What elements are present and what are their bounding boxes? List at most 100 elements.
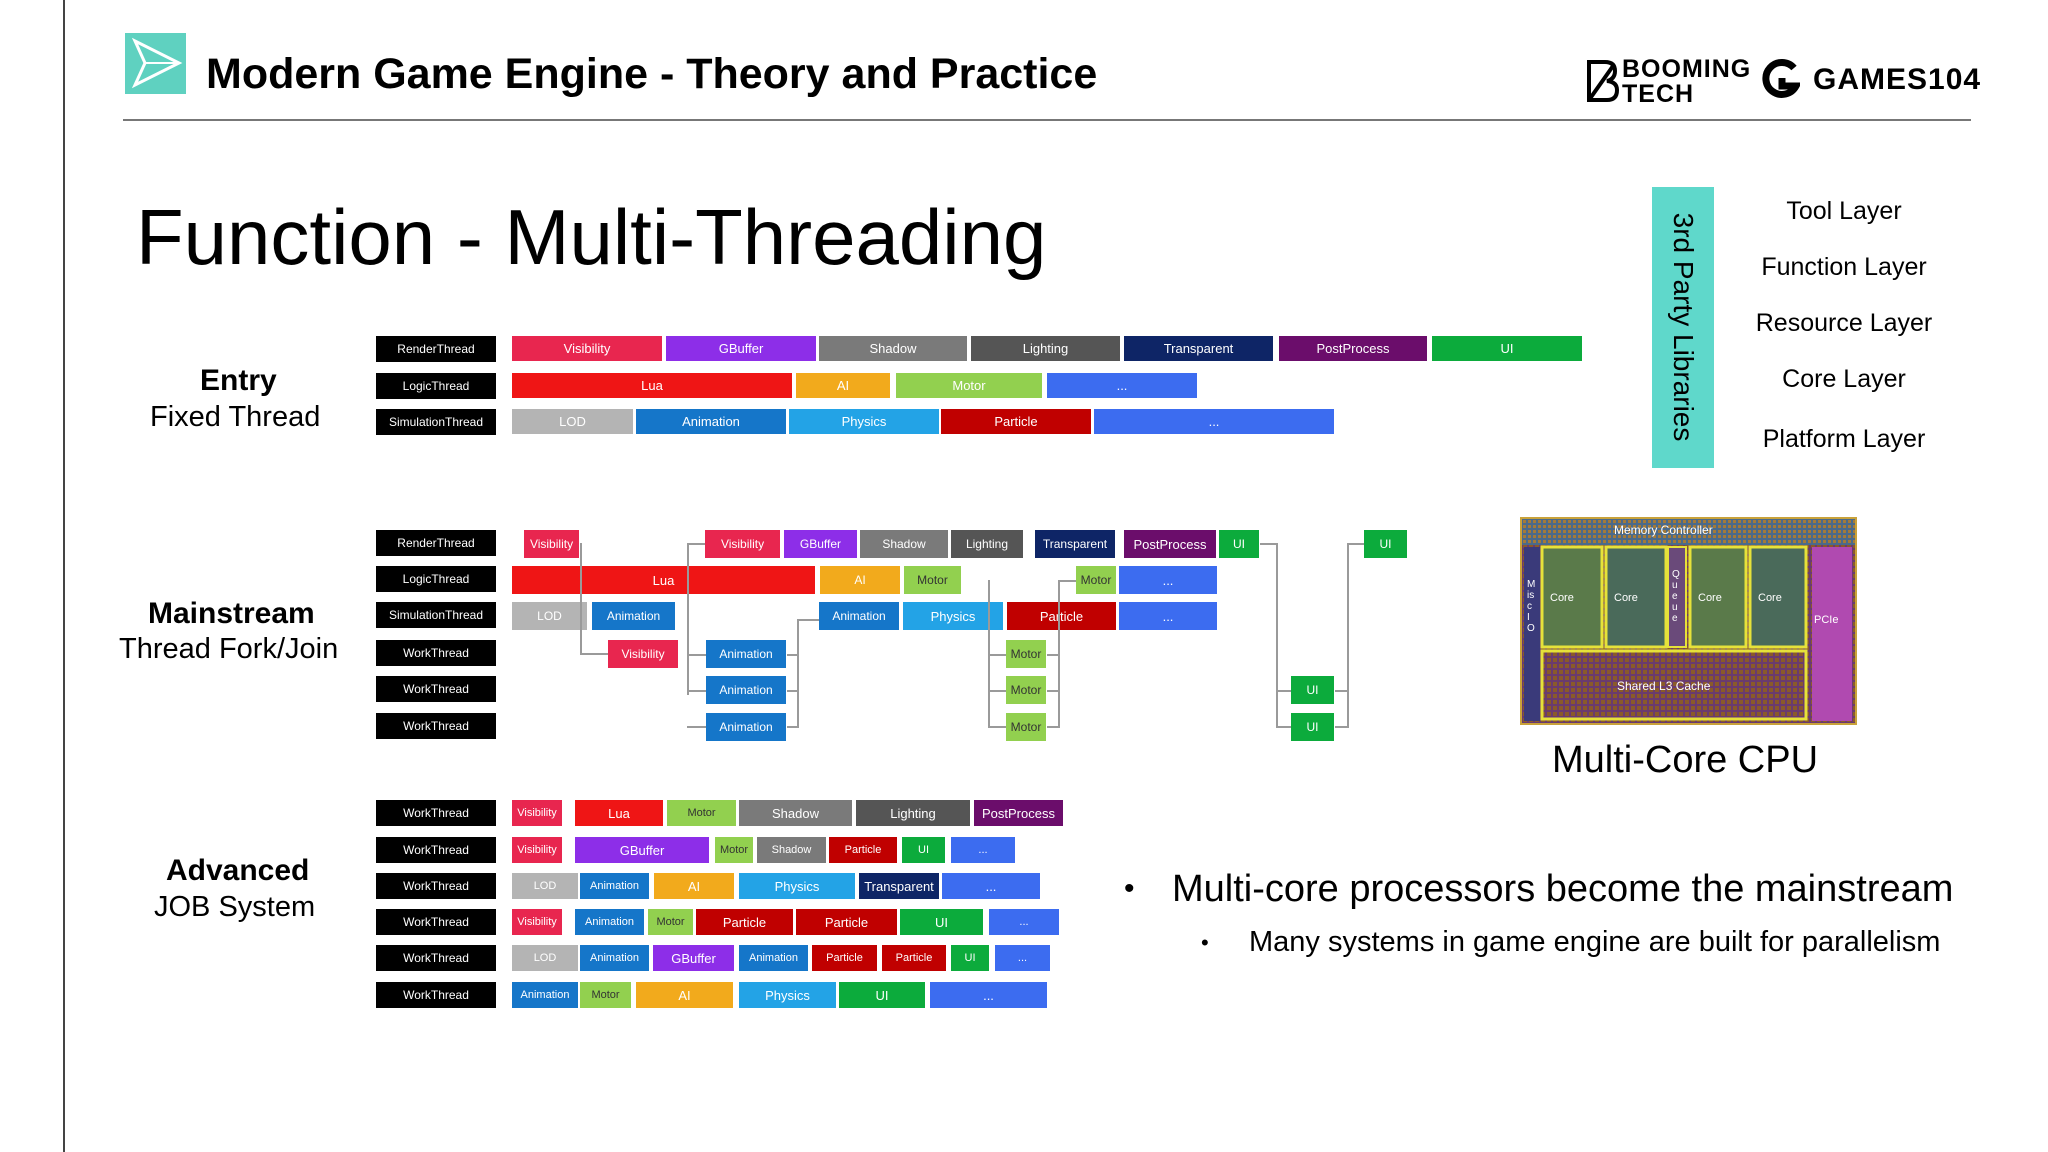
task-block-postprocess: PostProcess: [1124, 530, 1216, 558]
task-block-lod: LOD: [512, 602, 587, 630]
mainstream-subtitle: Thread Fork/Join: [119, 633, 339, 665]
thread-label: SimulationThread: [376, 409, 496, 435]
core-label: Core: [1614, 592, 1638, 604]
platform-layer: Platform Layer: [1721, 411, 1967, 468]
task-block-more: ...: [1119, 566, 1217, 594]
task-block-ai: AI: [636, 982, 733, 1008]
dependency-line: [787, 654, 799, 656]
dependency-line: [687, 690, 706, 692]
task-block-particle: Particle: [829, 837, 897, 863]
task-block-ui: UI: [900, 909, 983, 935]
task-block-ai: AI: [796, 373, 890, 398]
third-party-libraries-bar: [1652, 187, 1714, 468]
task-block-motor: Motor: [1076, 566, 1116, 594]
task-block-visibility: Visibility: [705, 530, 780, 558]
thread-label: WorkThread: [376, 945, 496, 971]
games104-logo-icon: [1760, 58, 1802, 104]
task-block-animation: Animation: [636, 409, 786, 434]
thread-label: WorkThread: [376, 982, 496, 1008]
task-block-lighting: Lighting: [951, 530, 1023, 558]
task-block-animation: Animation: [580, 945, 649, 971]
task-block-ui: UI: [902, 837, 945, 863]
dependency-line: [1335, 726, 1349, 728]
task-block-visibility: Visibility: [512, 909, 562, 935]
dependency-line: [1047, 690, 1059, 692]
task-block-more: ...: [1094, 409, 1334, 434]
mainstream-title: Mainstream: [148, 597, 315, 630]
dependency-line: [1047, 726, 1059, 728]
thread-label: WorkThread: [376, 800, 496, 826]
dependency-line: [797, 619, 819, 621]
task-block-more: ...: [995, 945, 1050, 971]
task-block-lighting: Lighting: [971, 336, 1120, 361]
task-block-lod: LOD: [512, 409, 633, 434]
task-block-ui: UI: [1364, 530, 1407, 558]
thread-label: RenderThread: [376, 530, 496, 556]
bullet-dot-icon: •: [1124, 872, 1135, 905]
task-block-motor: Motor: [715, 837, 753, 863]
core-label: Core: [1698, 592, 1722, 604]
dependency-line: [1260, 543, 1276, 545]
task-block-gbuffer: GBuffer: [666, 336, 816, 361]
thread-label: LogicThread: [376, 373, 496, 399]
task-block-particle: Particle: [812, 945, 877, 971]
task-block-physics: Physics: [739, 982, 836, 1008]
task-block-motor: Motor: [1006, 640, 1046, 668]
task-block-motor: Motor: [1006, 676, 1046, 704]
dependency-line: [988, 654, 1006, 656]
task-block-animation: Animation: [706, 713, 786, 741]
dependency-line: [1276, 726, 1291, 728]
dependency-line: [687, 543, 705, 545]
thread-label: WorkThread: [376, 837, 496, 863]
task-block-shadow: Shadow: [739, 800, 852, 826]
tool-layer-label: Tool Layer: [1786, 197, 1902, 225]
thread-label: WorkThread: [376, 676, 496, 702]
task-block-visibility: Visibility: [512, 336, 662, 361]
task-block-shadow: Shadow: [860, 530, 948, 558]
task-block-particle: Particle: [941, 409, 1091, 434]
task-block-lua: Lua: [512, 373, 792, 398]
course-logo-icon: [125, 33, 186, 94]
function-layer-label: Function Layer: [1761, 252, 1927, 281]
thread-label: WorkThread: [376, 873, 496, 899]
resource-layer: Resource Layer: [1721, 298, 1967, 348]
task-block-animation: Animation: [706, 640, 786, 668]
task-block-postprocess: PostProcess: [974, 800, 1063, 826]
games104-wordmark: GAMES104: [1813, 63, 1982, 96]
dependency-line: [797, 619, 799, 728]
task-block-transparent: Transparent: [1124, 336, 1273, 361]
task-block-shadow: Shadow: [757, 837, 826, 863]
core-label: Core: [1550, 592, 1574, 604]
task-block-gbuffer: GBuffer: [653, 945, 734, 971]
l3-cache-label: Shared L3 Cache: [1617, 679, 1711, 693]
thread-label: WorkThread: [376, 909, 496, 935]
memory-controller-label: Memory Controller: [1614, 523, 1713, 537]
task-block-motor: Motor: [1006, 713, 1046, 741]
dependency-line: [787, 690, 799, 692]
task-block-ui: UI: [1219, 530, 1259, 558]
bullet-sub: Many systems in game engine are built fo…: [1249, 926, 1941, 958]
dependency-line: [787, 726, 799, 728]
advanced-title: Advanced: [166, 854, 310, 887]
task-block-postprocess: PostProcess: [1279, 336, 1427, 361]
entry-title: Entry: [200, 364, 277, 397]
dependency-line: [1058, 580, 1076, 582]
platform-layer-label: Platform Layer: [1762, 425, 1926, 453]
function-layer: Function Layer: [1721, 242, 1967, 292]
task-block-ui: UI: [1432, 336, 1582, 361]
queue-label: Queue: [1672, 569, 1680, 624]
slide-title: Function - Multi-Threading: [136, 193, 1047, 281]
task-block-particle: Particle: [882, 945, 946, 971]
dependency-line: [580, 543, 582, 655]
task-block-ai: AI: [820, 566, 900, 594]
pcie-label: PCIe: [1814, 614, 1839, 626]
brand1-line1: BOOMING: [1622, 55, 1752, 83]
task-block-lua: Lua: [512, 566, 815, 594]
dependency-line: [580, 653, 608, 655]
task-block-animation: Animation: [512, 982, 578, 1008]
header-divider: [123, 119, 1971, 121]
thread-label: LogicThread: [376, 566, 496, 592]
task-block-particle: Particle: [696, 909, 793, 935]
task-block-transparent: Transparent: [1035, 530, 1115, 558]
task-block-ai: AI: [654, 873, 734, 899]
